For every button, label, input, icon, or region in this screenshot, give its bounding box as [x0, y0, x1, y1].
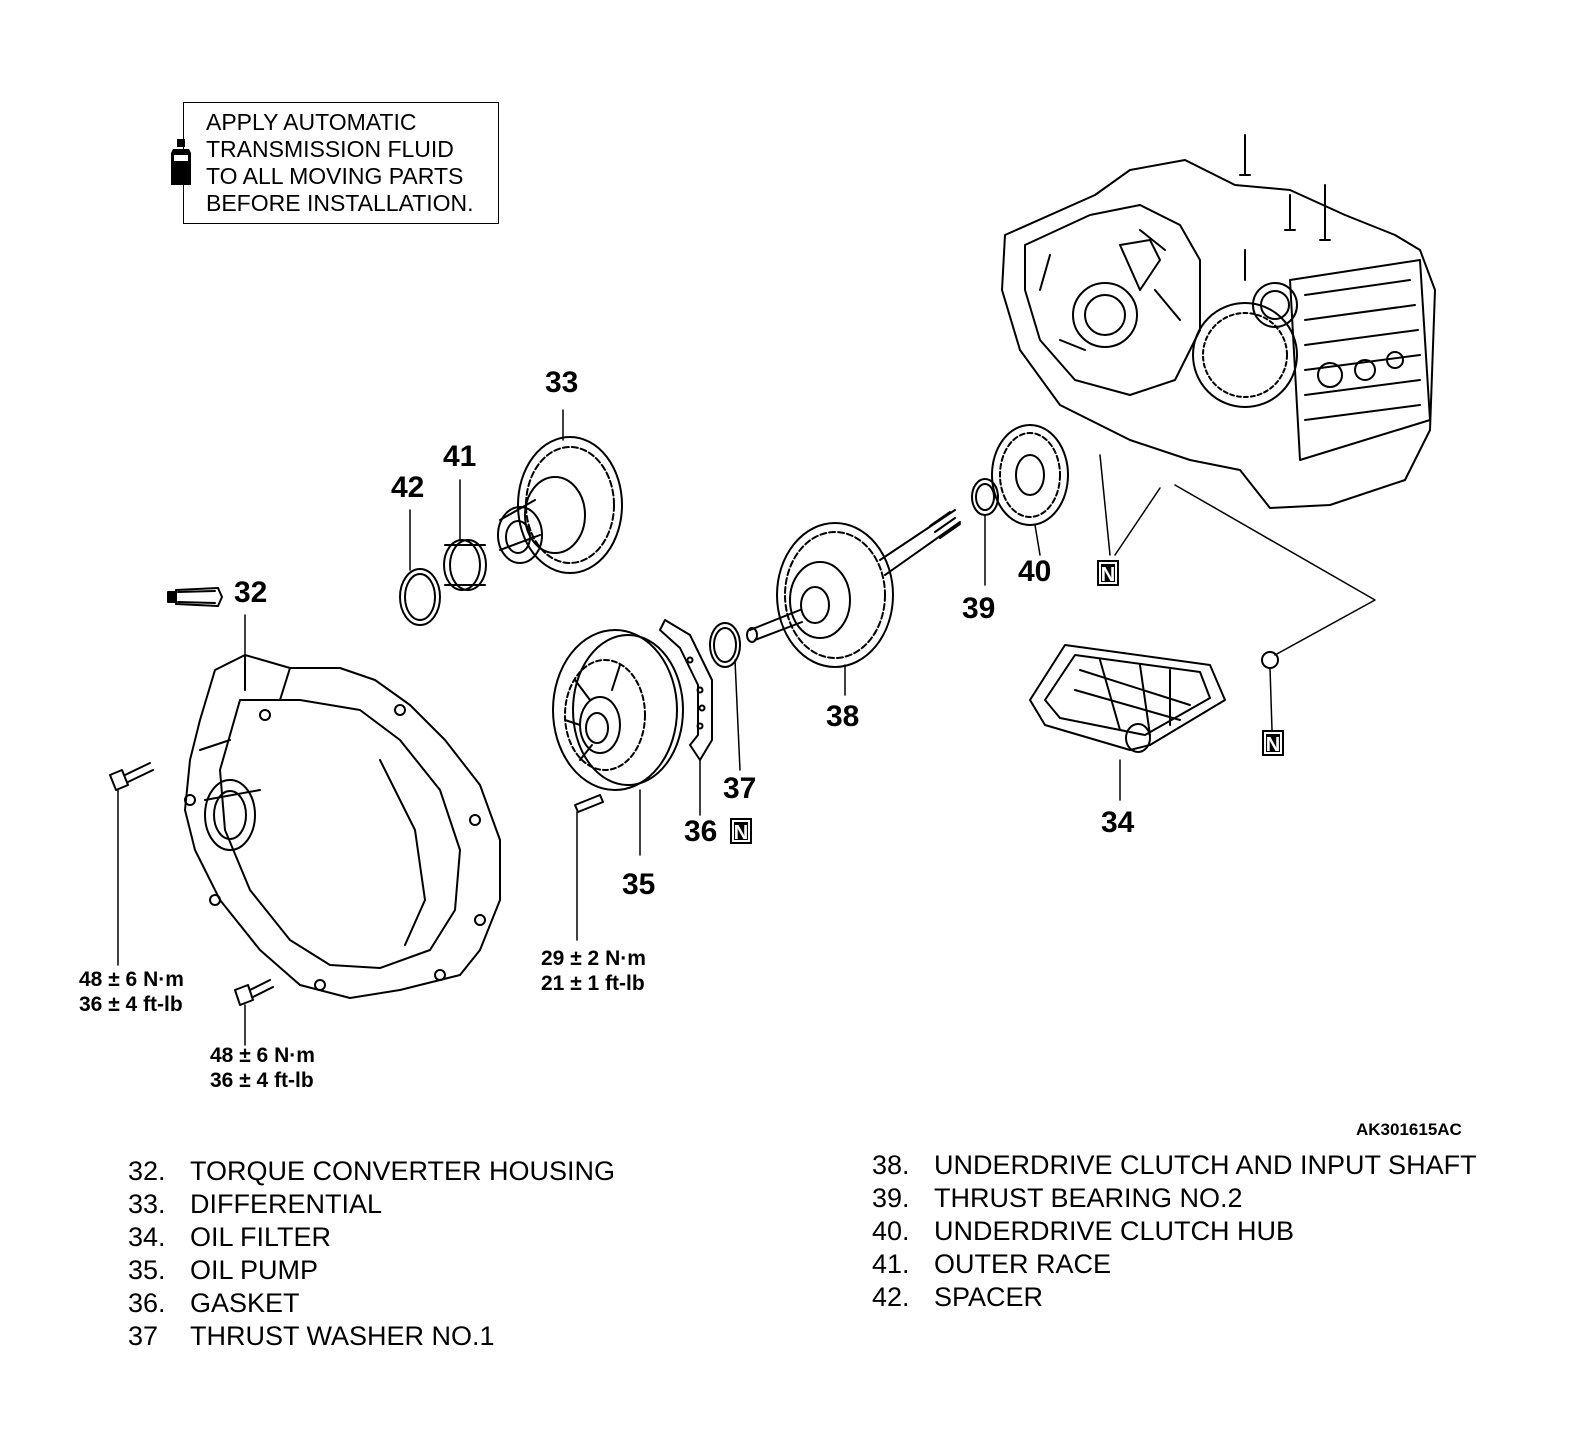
underdrive-clutch-hub: [991, 424, 1069, 556]
legend-text: UNDERDRIVE CLUTCH HUB: [934, 1216, 1295, 1246]
legend-text: DIFFERENTIAL: [190, 1189, 383, 1219]
torque-spec-housing-bottom: 48 ± 6 N·m 36 ± 4 ft-lb: [210, 1043, 315, 1093]
legend-number: 33.: [128, 1189, 166, 1219]
legend-number: 36.: [128, 1288, 166, 1318]
legend-number: 32.: [128, 1156, 166, 1186]
legend-number: 35.: [128, 1255, 166, 1285]
case-leaders: [1099, 454, 1376, 656]
oil-filter: [1029, 644, 1226, 801]
callout-40: 40: [1018, 555, 1052, 588]
legend-number: 40.: [872, 1216, 910, 1246]
legend-text: THRUST WASHER NO.1: [190, 1321, 495, 1351]
legend-number: 34.: [128, 1222, 166, 1252]
legend-number: 37: [128, 1321, 159, 1351]
differential: [497, 409, 623, 574]
callout-41: 41: [443, 440, 477, 473]
outer-race: [443, 479, 487, 591]
gasket: [659, 619, 713, 816]
callout-37: 37: [723, 772, 757, 805]
note-line-3: TO ALL MOVING PARTS: [206, 163, 464, 189]
callout-42: 42: [391, 471, 425, 504]
legend-number: 38.: [872, 1150, 910, 1180]
torque-converter-housing: [184, 614, 501, 999]
legend-number: 39.: [872, 1183, 910, 1213]
torque-nm: 48 ± 6 N·m: [210, 1044, 315, 1067]
torque-ftlb: 21 ± 1 ft-lb: [541, 972, 645, 995]
n-badge-o-ring: N: [1262, 730, 1284, 756]
legend-number: 41.: [872, 1249, 910, 1279]
callout-39: 39: [962, 592, 996, 625]
n-badge-case: N: [1097, 560, 1119, 586]
torque-spec-housing-left: 48 ± 6 N·m 36 ± 4 ft-lb: [79, 967, 184, 1017]
legend-text: UNDERDRIVE CLUTCH AND INPUT SHAFT: [934, 1150, 1477, 1180]
callout-33: 33: [545, 366, 579, 399]
torque-nm: 48 ± 6 N·m: [79, 968, 184, 991]
figure-code: AK301615AC: [1356, 1120, 1462, 1139]
underdrive-clutch-input-shaft: [746, 509, 961, 696]
note-line-4: BEFORE INSTALLATION.: [206, 190, 474, 216]
legend-text: OIL PUMP: [190, 1255, 319, 1285]
sealant-tube-icon: [167, 587, 223, 607]
legend-text: OUTER RACE: [934, 1249, 1112, 1279]
legend-text: TORQUE CONVERTER HOUSING: [190, 1156, 616, 1186]
legend-text: OIL FILTER: [190, 1222, 332, 1252]
n-badge-gasket: N: [730, 818, 752, 844]
housing-bolt-bottom: [234, 979, 274, 1046]
spacer: [399, 509, 441, 626]
torque-ftlb: 36 ± 4 ft-lb: [79, 993, 183, 1016]
callout-38: 38: [826, 700, 860, 733]
fluid-bottle-icon: [171, 139, 191, 185]
legend-text: GASKET: [190, 1288, 300, 1318]
callout-32: 32: [234, 576, 268, 609]
torque-ftlb: 36 ± 4 ft-lb: [210, 1069, 314, 1092]
legend-number: 42.: [872, 1282, 910, 1312]
note-line-2: TRANSMISSION FLUID: [206, 136, 454, 162]
callout-35: 35: [622, 868, 656, 901]
callout-36: 36: [684, 815, 718, 848]
callout-34: 34: [1101, 806, 1135, 839]
legend-text: SPACER: [934, 1282, 1044, 1312]
note-line-1: APPLY AUTOMATIC: [206, 109, 417, 135]
legend-text: THRUST BEARING NO.2: [934, 1183, 1243, 1213]
o-ring-small: [1261, 651, 1279, 669]
transaxle-case: [1001, 134, 1436, 509]
thrust-washer: [709, 622, 741, 771]
torque-nm: 29 ± 2 N·m: [541, 947, 646, 970]
instruction-note: APPLY AUTOMATIC TRANSMISSION FLUID TO AL…: [171, 102, 499, 224]
housing-bolt-left: [109, 762, 154, 966]
oil-pump: [552, 629, 684, 941]
thrust-bearing: [971, 478, 999, 586]
torque-spec-pump: 29 ± 2 N·m 21 ± 1 ft-lb: [541, 946, 646, 996]
